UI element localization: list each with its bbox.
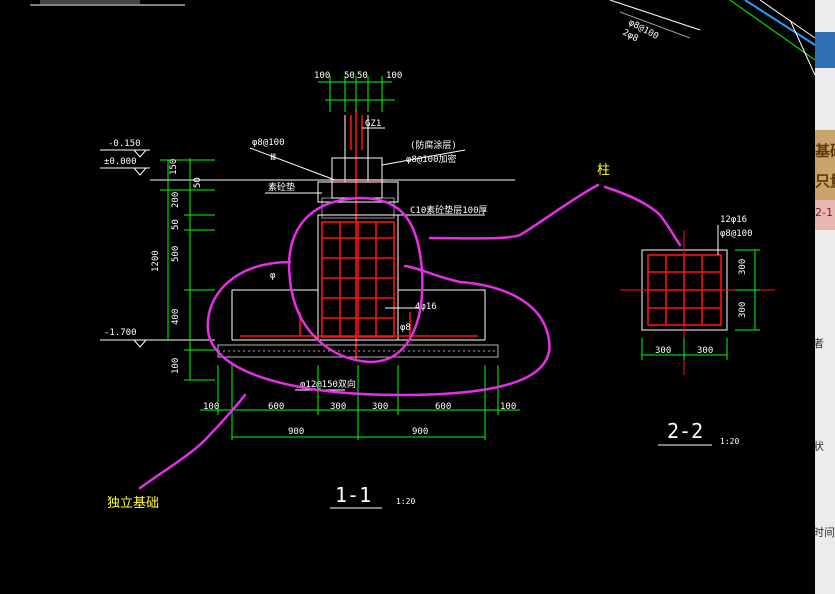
s2-dim-right-2: 300 <box>738 302 748 318</box>
s2-dim-bottom-1: 300 <box>655 346 671 356</box>
panel-fragment-4: 者 <box>815 337 824 350</box>
side-dim-8: 100 <box>171 358 181 374</box>
note-inner-1: 4φ16 <box>415 302 437 312</box>
bottom-dim-5: 600 <box>435 402 451 412</box>
panel-blue-strip <box>815 32 835 68</box>
leader-notes: φ8@100 Ⅲ 素砼垫 (防腐涂层) φ8@100加密 C10素砼垫层100厚… <box>249 138 488 391</box>
foundation-annotation-label: 独立基础 <box>107 496 159 511</box>
annotation-arrow-column-2d <box>603 185 682 247</box>
section-1-scale: 1:20 <box>396 497 415 506</box>
top-partial-title <box>30 0 185 6</box>
side-dim-6: 1200 <box>151 250 161 272</box>
column-pedestal <box>317 157 399 219</box>
column-upper <box>344 110 369 360</box>
adjacent-window-panel[interactable]: 基础 只量 2-1 者 状 时间 <box>815 0 835 594</box>
bottom-dim-total-left: 900 <box>288 427 304 437</box>
annotation-arrow-column <box>428 183 600 240</box>
top-dim-1: 100 <box>314 71 330 81</box>
bottom-dim-3: 300 <box>330 402 346 412</box>
bottom-dim-4: 300 <box>372 402 388 412</box>
panel-fragment-5: 状 <box>815 440 824 453</box>
note-inner-2: φ8 <box>400 323 411 333</box>
bottom-dim-1: 100 <box>203 402 219 412</box>
column-annotation-label: 柱 <box>597 163 610 178</box>
foundation-body <box>217 289 499 358</box>
left-elevations: -0.150 ±0.000 -1.700 <box>100 139 215 348</box>
note-bottom: φ12@150双向 <box>300 378 356 390</box>
section-2-scale: 1:20 <box>720 437 739 446</box>
panel-fragment-3: 2-1 <box>815 206 833 219</box>
top-dim-3: 50 <box>357 71 368 81</box>
note-inner-3: φ <box>270 271 276 281</box>
section-2-2: 12φ16 φ8@100 300 300 300 300 2-2 1:20 <box>620 215 775 446</box>
left-vertical-dimensions: 150 50 200 50 500 1200 400 100 <box>151 158 215 381</box>
elev-3: -1.700 <box>104 328 137 338</box>
section-1-title: 1-1 <box>335 483 371 507</box>
note-right-3: C10素砼垫层100厚 <box>410 204 488 216</box>
side-dim-3: 200 <box>171 192 181 208</box>
top-dim-4: 100 <box>386 71 402 81</box>
side-dim-1: 150 <box>169 159 179 175</box>
panel-fragment-1: 基础 <box>815 142 835 160</box>
top-dim-2: 50 <box>344 71 355 81</box>
bottom-dimensions: 100 600 300 300 600 100 900 900 <box>200 365 520 440</box>
note-right-2: φ8@100加密 <box>406 153 457 165</box>
section-1-1: 100 50 50 100 GZ1 <box>100 71 520 509</box>
annotation-circle-column <box>287 196 424 364</box>
s2-note-1: 12φ16 <box>720 215 747 225</box>
foundation-rebar-cage <box>317 214 399 341</box>
panel-fragment-2: 只量 <box>815 172 835 190</box>
panel-tan-block <box>815 130 835 200</box>
side-dim-5: 500 <box>171 246 181 262</box>
side-dim-4: 50 <box>171 219 181 230</box>
top-dimensions: 100 50 50 100 <box>314 71 402 112</box>
elev-1: -0.150 <box>108 139 141 149</box>
panel-fragment-6: 时间 <box>815 526 835 539</box>
section-2-title: 2-2 <box>667 419 703 443</box>
annotation-arrow-foundation <box>138 393 247 490</box>
note-left-1: φ8@100 <box>252 138 285 148</box>
note-left-2: Ⅲ <box>270 153 276 163</box>
top-right-detail-fragment: φ8@100 2φ8 <box>609 0 816 76</box>
note-right-1: (防腐涂层) <box>410 139 457 151</box>
bottom-dim-total-right: 900 <box>412 427 428 437</box>
bottom-dim-2: 600 <box>268 402 284 412</box>
panel-pink-block <box>815 200 835 230</box>
elev-2: ±0.000 <box>104 157 137 167</box>
side-dim-7: 400 <box>171 309 181 325</box>
side-dim-2: 50 <box>193 177 203 188</box>
annotation-circle-foundation <box>206 260 551 397</box>
magenta-annotations <box>138 183 682 490</box>
s2-dim-bottom-2: 300 <box>697 346 713 356</box>
s2-dim-right-1: 300 <box>738 259 748 275</box>
note-left-3: 素砼垫 <box>268 181 295 193</box>
bottom-dim-6: 100 <box>500 402 516 412</box>
s2-note-2: φ8@100 <box>720 229 753 239</box>
label-gz1: GZ1 <box>365 119 381 129</box>
